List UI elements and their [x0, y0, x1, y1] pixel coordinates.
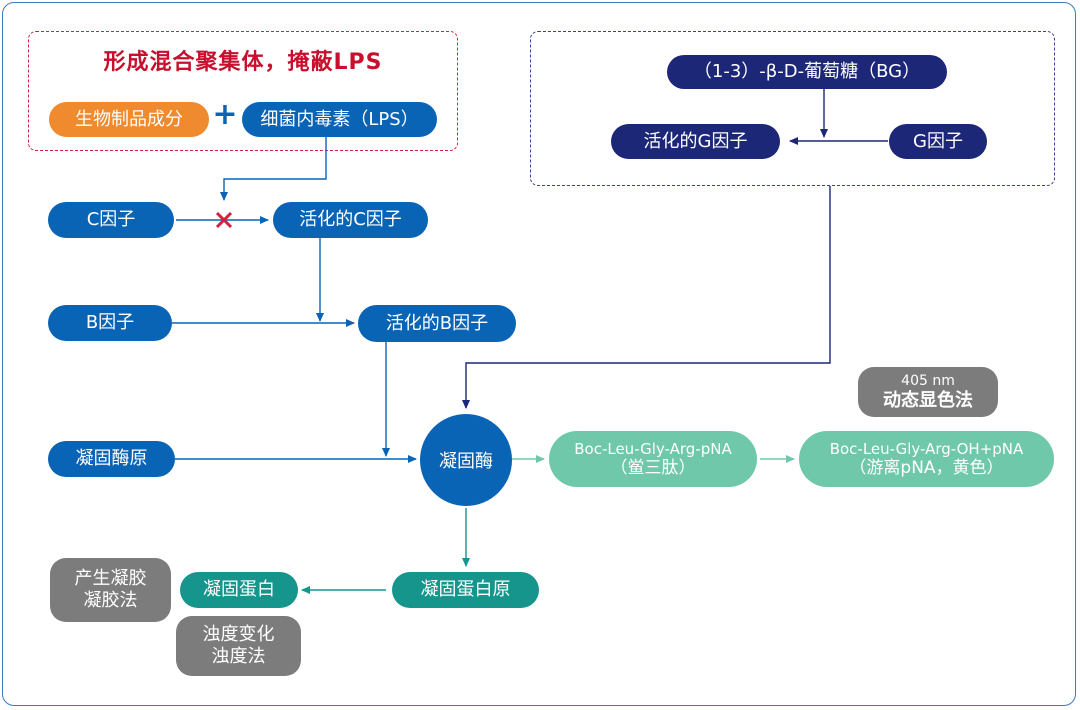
product-node: Boc-Leu-Gly-Arg-OH+pNA （游离pNA，黄色） [799, 431, 1054, 487]
product-formula: Boc-Leu-Gly-Arg-OH+pNA [829, 439, 1024, 458]
g-pathway-to-clotting-arrow [462, 186, 831, 409]
wavelength-label: 405 nm [901, 372, 955, 389]
endotoxin-node: 细菌内毒素（LPS） [242, 102, 437, 137]
turbidity-method-line2: 浊度法 [211, 646, 266, 667]
blocked-x-icon [215, 211, 233, 229]
product-component-node: 生物制品成分 [49, 102, 209, 137]
chromogenic-method-badge: 405 nm 动态显色法 [858, 367, 998, 417]
masking-group-box [28, 31, 458, 151]
factor-c-node: C因子 [48, 202, 174, 238]
activated-c-node: 活化的C因子 [273, 202, 428, 238]
coagulogen-node: 凝固蛋白原 [392, 572, 539, 608]
gel-method-badge: 产生凝胶 凝胶法 [50, 558, 171, 622]
factor-b-node: B因子 [48, 305, 172, 341]
activated-b-node: 活化的B因子 [358, 305, 516, 342]
substrate-name: （鲎三肽） [610, 457, 696, 478]
lps-to-c-arrow [220, 137, 327, 201]
chromogenic-method-label: 动态显色法 [883, 389, 973, 411]
activated-g-node: 活化的G因子 [611, 124, 780, 159]
gel-method-line1: 产生凝胶 [74, 568, 147, 590]
masking-title: 形成混合聚集体，掩蔽LPS [103, 50, 383, 75]
substrate-formula: Boc-Leu-Gly-Arg-pNA [574, 439, 732, 458]
g-pathway-group-box [530, 31, 1055, 186]
gel-method-line2: 凝胶法 [83, 590, 138, 611]
glucan-node: （1-3）-β-D-葡萄糖（BG） [667, 55, 947, 89]
product-name: （游离pNA，黄色） [849, 457, 1004, 478]
substrate-node: Boc-Leu-Gly-Arg-pNA （鲎三肽） [549, 431, 757, 487]
clotting-enzyme-node: 凝固酶 [420, 414, 512, 506]
plus-icon: + [212, 97, 238, 132]
factor-g-node: G因子 [889, 124, 987, 159]
proclotting-enzyme-node: 凝固酶原 [48, 441, 175, 477]
coagulin-node: 凝固蛋白 [180, 572, 298, 608]
turbidity-method-line1: 浊度变化 [202, 624, 275, 646]
turbidity-method-badge: 浊度变化 浊度法 [176, 616, 301, 676]
